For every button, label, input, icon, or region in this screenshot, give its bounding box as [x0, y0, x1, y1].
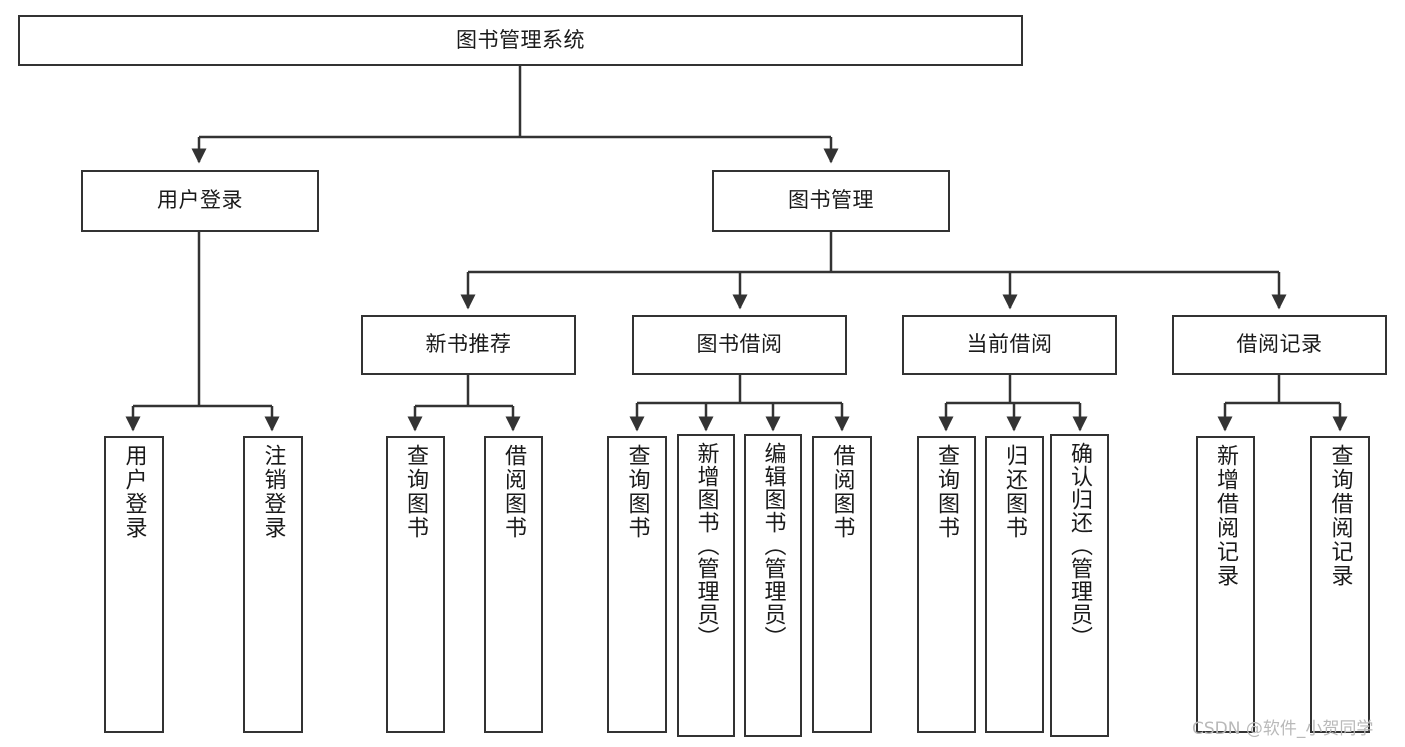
- node-leaf-query-book-recommend[interactable]: 查询图书: [386, 436, 445, 733]
- node-current-borrow[interactable]: 当前借阅: [902, 315, 1117, 375]
- node-label: 查询借阅记录: [1327, 444, 1353, 588]
- node-leaf-edit-book-admin[interactable]: 编辑图书（管理员）: [744, 434, 802, 737]
- node-leaf-query-borrow-record[interactable]: 查询借阅记录: [1310, 436, 1370, 733]
- node-label: 借阅记录: [1236, 332, 1323, 357]
- node-user-login[interactable]: 用户登录: [81, 170, 319, 232]
- node-label: 图书管理系统: [456, 27, 585, 52]
- node-leaf-add-borrow-record[interactable]: 新增借阅记录: [1196, 436, 1255, 733]
- node-label: 归还图书: [1002, 444, 1028, 540]
- node-new-book-recommend[interactable]: 新书推荐: [361, 315, 576, 375]
- node-label: 新增图书（管理员）: [693, 442, 719, 649]
- node-label: 借阅图书: [829, 444, 855, 540]
- node-book-borrow[interactable]: 图书借阅: [632, 315, 847, 375]
- node-leaf-user-login[interactable]: 用户登录: [104, 436, 164, 733]
- node-label: 编辑图书（管理员）: [760, 442, 786, 649]
- node-label: 图书借阅: [696, 332, 783, 357]
- node-leaf-query-book-current[interactable]: 查询图书: [917, 436, 976, 733]
- node-label: 借阅图书: [501, 444, 527, 540]
- node-label: 查询图书: [934, 444, 960, 540]
- node-label: 确认归还（管理员）: [1067, 442, 1093, 649]
- watermark: CSDN @软件_小贺同学: [1192, 719, 1374, 739]
- node-leaf-confirm-return-admin[interactable]: 确认归还（管理员）: [1050, 434, 1109, 737]
- node-leaf-query-book-borrow[interactable]: 查询图书: [607, 436, 667, 733]
- node-leaf-add-book-admin[interactable]: 新增图书（管理员）: [677, 434, 735, 737]
- node-root-system[interactable]: 图书管理系统: [18, 15, 1023, 66]
- node-leaf-borrow-book-recommend[interactable]: 借阅图书: [484, 436, 543, 733]
- node-book-management[interactable]: 图书管理: [712, 170, 950, 232]
- node-label: 注销登录: [260, 444, 286, 540]
- node-leaf-borrow-book[interactable]: 借阅图书: [812, 436, 872, 733]
- node-label: 图书管理: [788, 188, 874, 213]
- node-leaf-logout-login[interactable]: 注销登录: [243, 436, 303, 733]
- node-label: 新增借阅记录: [1213, 444, 1239, 588]
- node-label: 用户登录: [157, 188, 243, 213]
- node-leaf-return-book[interactable]: 归还图书: [985, 436, 1044, 733]
- node-label: 新书推荐: [425, 332, 512, 357]
- node-borrow-record[interactable]: 借阅记录: [1172, 315, 1387, 375]
- node-label: 用户登录: [121, 444, 147, 540]
- node-label: 当前借阅: [966, 332, 1053, 357]
- node-label: 查询图书: [624, 444, 650, 540]
- node-label: 查询图书: [403, 444, 429, 540]
